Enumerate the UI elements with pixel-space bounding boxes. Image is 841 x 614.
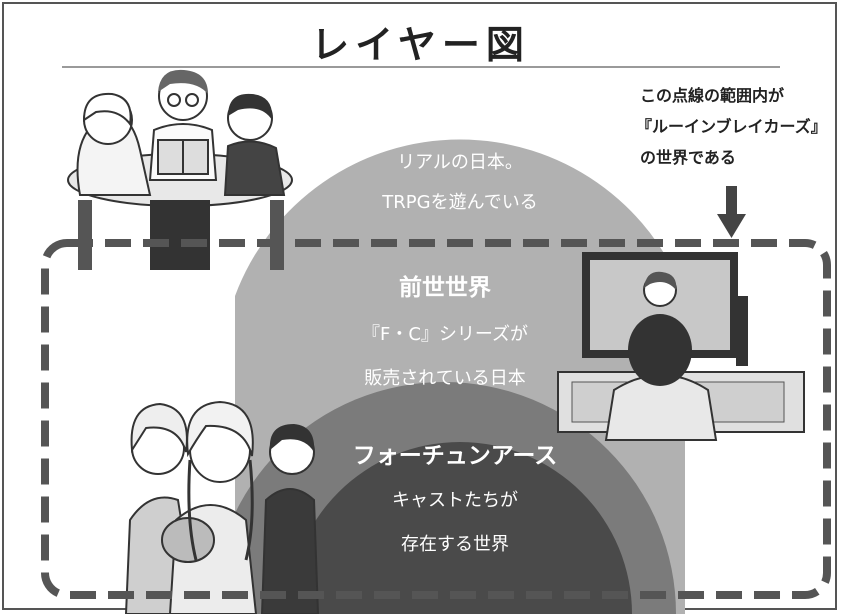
title-divider — [62, 66, 780, 68]
note-arrow-icon — [717, 186, 746, 238]
fortune-earth-title: フォーチュンアース — [352, 443, 558, 469]
trpg-players-illustration — [67, 69, 293, 270]
real-world-title: 現実世界 — [414, 109, 506, 135]
diagram-title: レイヤー図 — [311, 23, 530, 67]
past-life-label: 前世世界 『F・C』シリーズが 販売されている日本 — [320, 268, 570, 390]
boundary-note-line1: この点線の範囲内が — [640, 86, 785, 105]
world-boundary-dashed — [41, 239, 831, 599]
real-world-line1: リアルの日本。 — [397, 152, 523, 173]
past-life-line2: 販売されている日本 — [364, 368, 526, 389]
real-world-label: 現実世界 リアルの日本。 TRPGを遊んでいる — [335, 102, 585, 214]
past-life-title: 前世世界 — [399, 275, 491, 301]
past-life-line1: 『F・C』シリーズが — [361, 324, 529, 345]
real-world-line2: TRPGを遊んでいる — [382, 192, 538, 213]
boundary-note-line2: 『ルーインブレイカーズ』 — [636, 117, 827, 136]
boundary-note: この点線の範囲内が 『ルーインブレイカーズ』 の世界である — [636, 80, 827, 173]
fortune-earth-line1: キャストたちが — [392, 490, 518, 511]
cast-characters-illustration — [124, 400, 320, 614]
boundary-note-line3: の世界である — [640, 148, 736, 167]
fortune-earth-line2: 存在する世界 — [401, 534, 509, 555]
fortune-earth-layer-shape — [288, 442, 632, 614]
tv-viewer-illustration — [557, 252, 805, 441]
fortune-earth-label: フォーチュンアース キャストたちが 存在する世界 — [310, 436, 600, 556]
